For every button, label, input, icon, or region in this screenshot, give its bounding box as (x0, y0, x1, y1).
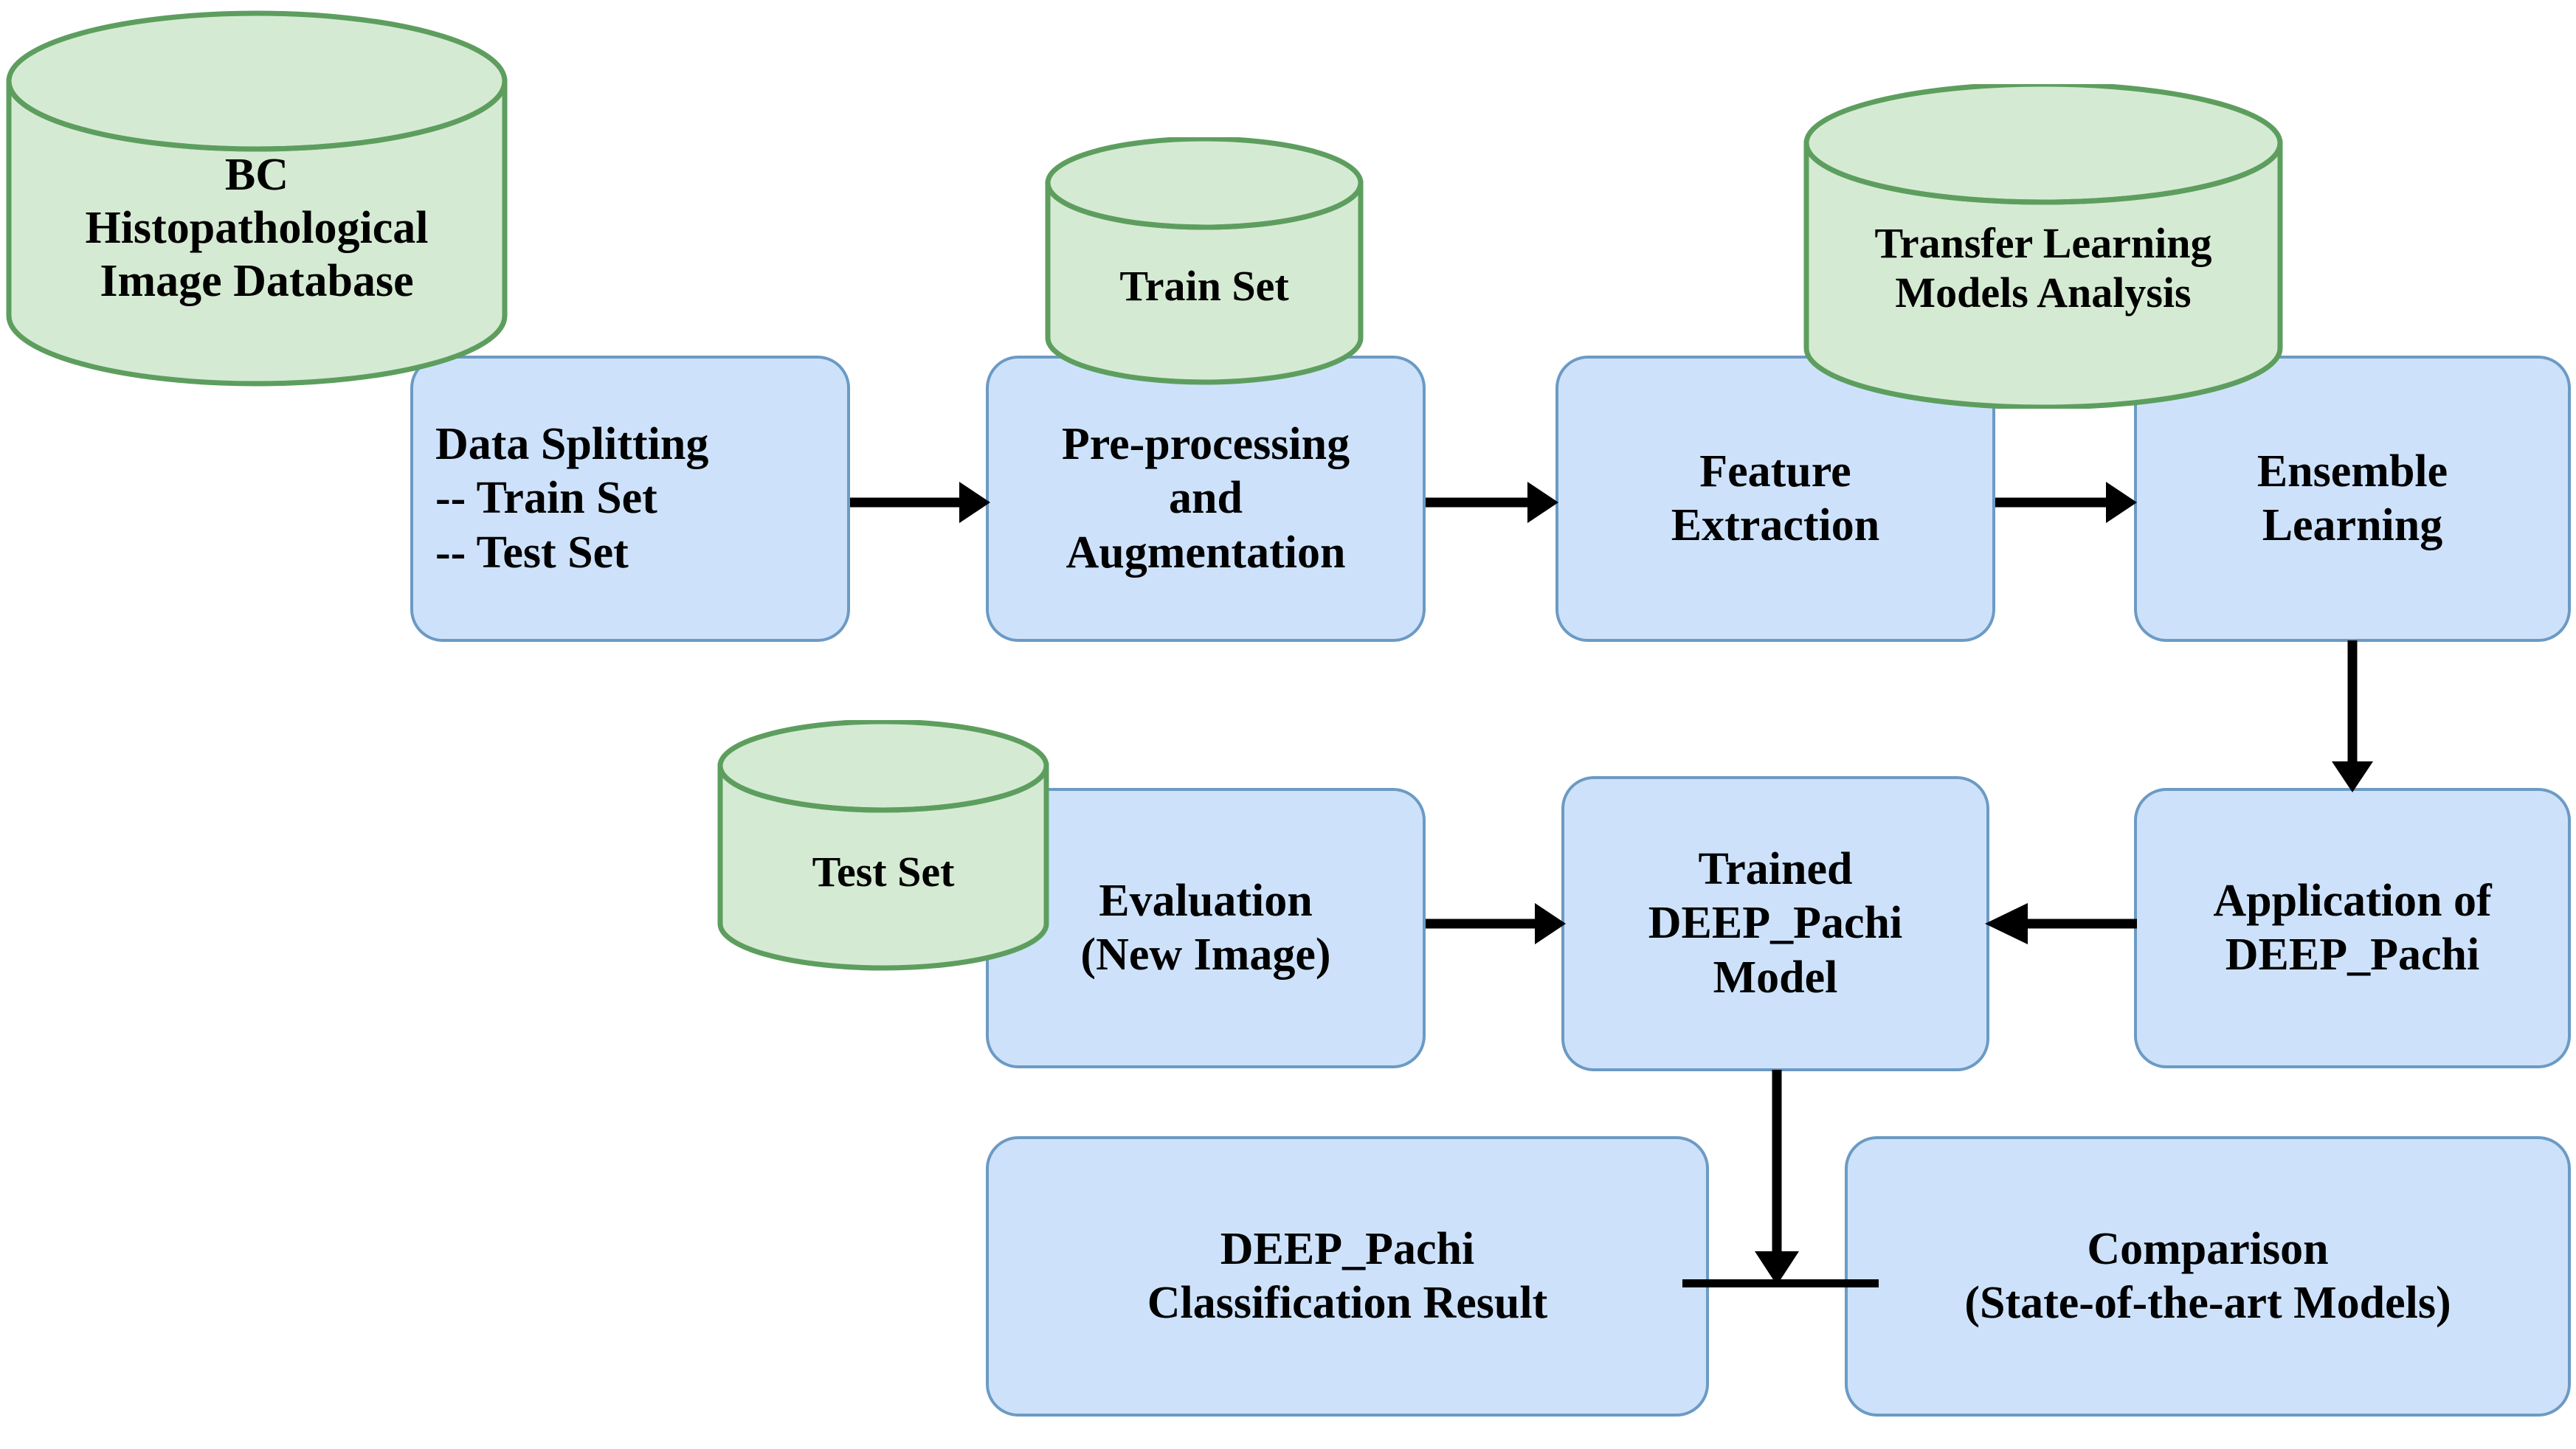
data-splitting-line-2: -- Train Set (435, 473, 657, 524)
classification-result-line-1: DEEP_Pachi (1220, 1223, 1475, 1274)
trained-model-line-2: DEEP_Pachi (1648, 898, 1903, 949)
datastore-train-set-label: Train Set (1045, 261, 1364, 311)
ensemble-learning-line-1: Ensemble (2256, 446, 2448, 497)
feature-extraction-line-2: Extraction (1671, 500, 1880, 550)
process-ensemble-learning[interactable]: Ensemble Learning (2134, 356, 2571, 642)
trained-model-line-1: Trained (1698, 844, 1853, 895)
datastore-bc-database-label: BC Histopathological Image Database (6, 149, 508, 308)
process-comparison[interactable]: Comparison (State-of-the-art Models) (1845, 1136, 2571, 1417)
arrow-feature-extraction-to-ensemble-learning (1995, 476, 2137, 529)
transfer-learning-line-2: Models Analysis (1895, 269, 2192, 317)
evaluation-line-1: Evaluation (1099, 875, 1313, 926)
arrow-evaluation-to-trained-model (1426, 897, 1566, 950)
application-line-1: Application of (2213, 875, 2492, 926)
process-evaluation[interactable]: Evaluation (New Image) (986, 788, 1426, 1068)
comparison-line-2: (State-of-the-art Models) (1964, 1278, 2451, 1328)
pre-processing-line-1: Pre-processing (1061, 419, 1350, 470)
bc-database-line-3: Image Database (100, 255, 414, 306)
datastore-transfer-learning-label: Transfer Learning Models Analysis (1803, 218, 2283, 318)
arrow-ensemble-learning-to-application (2326, 640, 2379, 792)
pre-processing-line-2: and (1169, 473, 1243, 524)
arrow-pre-processing-to-feature-extraction (1426, 476, 1558, 529)
datastore-bc-database: BC Histopathological Image Database (6, 10, 508, 387)
process-classification-result[interactable]: DEEP_Pachi Classification Result (986, 1136, 1709, 1417)
process-data-splitting[interactable]: Data Splitting -- Train Set -- Test Set (410, 356, 850, 642)
process-feature-extraction[interactable]: Feature Extraction (1555, 356, 1995, 642)
arrow-trained-model-to-bottom-boxes (1750, 1070, 1803, 1285)
datastore-train-set: Train Set (1045, 137, 1364, 387)
connector-bottom-bar (1682, 1279, 1879, 1287)
data-splitting-line-3: -- Test Set (435, 527, 629, 578)
comparison-line-1: Comparison (2087, 1223, 2329, 1274)
bc-database-line-2: Histopathological (85, 202, 429, 253)
feature-extraction-line-1: Feature (1699, 446, 1851, 497)
bc-database-line-1: BC (224, 150, 289, 200)
train-set-label-text: Train Set (1119, 262, 1289, 310)
process-trained-model[interactable]: Trained DEEP_Pachi Model (1561, 776, 1989, 1071)
process-application[interactable]: Application of DEEP_Pachi (2134, 788, 2571, 1068)
trained-model-line-3: Model (1713, 952, 1838, 1003)
ensemble-learning-line-2: Learning (2262, 500, 2443, 550)
process-pre-processing[interactable]: Pre-processing and Augmentation (986, 356, 1426, 642)
evaluation-line-2: (New Image) (1080, 930, 1331, 980)
transfer-learning-line-1: Transfer Learning (1874, 219, 2212, 267)
arrow-data-splitting-to-pre-processing (850, 476, 990, 529)
arrow-application-to-trained-model (1985, 897, 2137, 950)
classification-result-line-2: Classification Result (1147, 1278, 1548, 1328)
data-splitting-line-1: Data Splitting (435, 419, 709, 470)
application-line-2: DEEP_Pachi (2225, 930, 2480, 980)
pre-processing-line-3: Augmentation (1066, 527, 1346, 578)
